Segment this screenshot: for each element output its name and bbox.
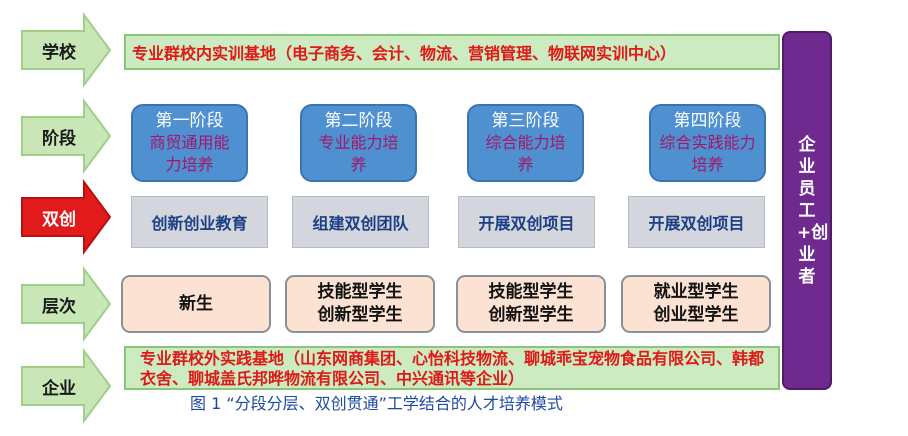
enterprise-arrow: 企业 bbox=[20, 347, 112, 425]
stage-desc: 综合能力培养 bbox=[485, 133, 566, 174]
row-label-level: 层次 bbox=[42, 296, 76, 317]
innovation-box-3: 开展双创项目 bbox=[458, 196, 595, 248]
level-box-1: 新生 bbox=[121, 275, 271, 333]
level-line-1: 就业型学生 bbox=[653, 282, 739, 302]
offcampus-practice-base-text: 专业群校外实践基地（山东网商集团、心怡科技物流、聊城乖宝宠物食品有限公司、韩都衣… bbox=[140, 349, 765, 388]
stage-desc: 商贸通用能力培养 bbox=[149, 133, 230, 174]
innovation-text: 开展双创项目 bbox=[648, 214, 745, 233]
innovation-text: 组建双创团队 bbox=[312, 214, 409, 233]
arrow-shape bbox=[21, 178, 112, 256]
innovation-text: 开展双创项目 bbox=[478, 214, 575, 233]
innovation-box-2: 组建双创团队 bbox=[292, 196, 429, 248]
stage-box-4: 第四阶段 综合实践能力培养 bbox=[649, 104, 766, 182]
stage-title: 第四阶段 bbox=[673, 111, 742, 131]
stage-desc: 综合实践能力培养 bbox=[659, 133, 756, 174]
stage-title: 第一阶段 bbox=[155, 111, 224, 131]
school-arrow: 学校 bbox=[20, 11, 112, 89]
stage-box-3: 第三阶段 综合能力培养 bbox=[467, 104, 584, 182]
stage-box-1: 第一阶段 商贸通用能力培养 bbox=[131, 104, 248, 182]
level-line-2: 创业型学生 bbox=[653, 305, 739, 325]
level-box-4: 就业型学生 创业型学生 bbox=[621, 275, 771, 333]
arrow-shape bbox=[21, 265, 112, 343]
row-label-enterprise: 企业 bbox=[42, 378, 76, 399]
row-label-stage: 阶段 bbox=[42, 128, 76, 149]
arrow-shape bbox=[21, 11, 112, 89]
right-bar-text: 企业员工+创业者 bbox=[797, 134, 829, 287]
innovation-box-1: 创新创业教育 bbox=[131, 196, 268, 248]
stage-arrow: 阶段 bbox=[20, 97, 112, 175]
row-label-school: 学校 bbox=[42, 42, 76, 63]
level-line-1: 新生 bbox=[179, 293, 213, 314]
enterprise-staff-entrepreneur-bar: 企业员工+创业者 bbox=[782, 31, 832, 390]
innovation-text: 创新创业教育 bbox=[151, 214, 248, 233]
stage-title: 第二阶段 bbox=[324, 111, 393, 131]
arrow-shape bbox=[21, 97, 112, 175]
level-line-2: 创新型学生 bbox=[488, 305, 574, 325]
stage-title: 第三阶段 bbox=[491, 111, 560, 131]
stage-desc: 专业能力培养 bbox=[318, 133, 399, 174]
level-line-1: 技能型学生 bbox=[488, 282, 574, 302]
figure-caption: 图 1 “分段分层、双创贯通”工学结合的人才培养模式 bbox=[190, 394, 563, 413]
innovation-box-4: 开展双创项目 bbox=[628, 196, 765, 248]
level-line-2: 创新型学生 bbox=[317, 305, 403, 325]
level-arrow: 层次 bbox=[20, 265, 112, 343]
row-label-innovation: 双创 bbox=[42, 209, 76, 230]
stage-box-2: 第二阶段 专业能力培养 bbox=[300, 104, 417, 182]
level-box-3: 技能型学生 创新型学生 bbox=[456, 275, 606, 333]
level-box-2: 技能型学生 创新型学生 bbox=[285, 275, 435, 333]
innovation-arrow: 双创 bbox=[20, 178, 112, 256]
campus-training-base-text: 专业群校内实训基地（电子商务、会计、物流、营销管理、物联网实训中心） bbox=[132, 44, 677, 63]
offcampus-practice-base-bar: 专业群校外实践基地（山东网商集团、心怡科技物流、聊城乖宝宠物食品有限公司、韩都衣… bbox=[124, 346, 780, 390]
campus-training-base-bar: 专业群校内实训基地（电子商务、会计、物流、营销管理、物联网实训中心） bbox=[124, 34, 780, 70]
arrow-shape bbox=[21, 347, 112, 425]
level-line-1: 技能型学生 bbox=[317, 282, 403, 302]
